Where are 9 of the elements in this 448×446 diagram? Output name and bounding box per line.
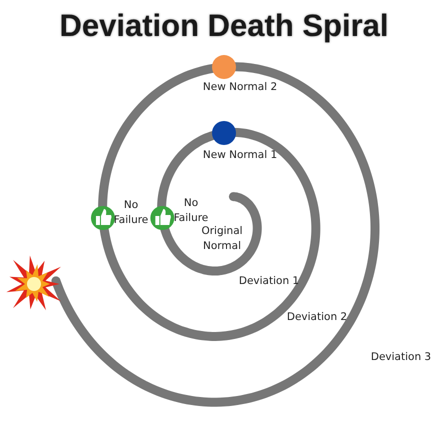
spiral-label: New Normal 2 xyxy=(202,80,278,95)
spiral-label: No Failure xyxy=(172,196,210,226)
title: Deviation Death Spiral xyxy=(58,8,390,44)
spiral-label: Deviation 3 xyxy=(370,350,432,365)
spiral-label: New Normal 1 xyxy=(202,148,278,163)
spiral-label: Deviation 1 xyxy=(238,274,300,289)
spiral-label: Deviation 2 xyxy=(286,310,348,325)
spiral-label: No Failure xyxy=(112,198,150,228)
spiral-label: Original Normal xyxy=(200,224,244,254)
